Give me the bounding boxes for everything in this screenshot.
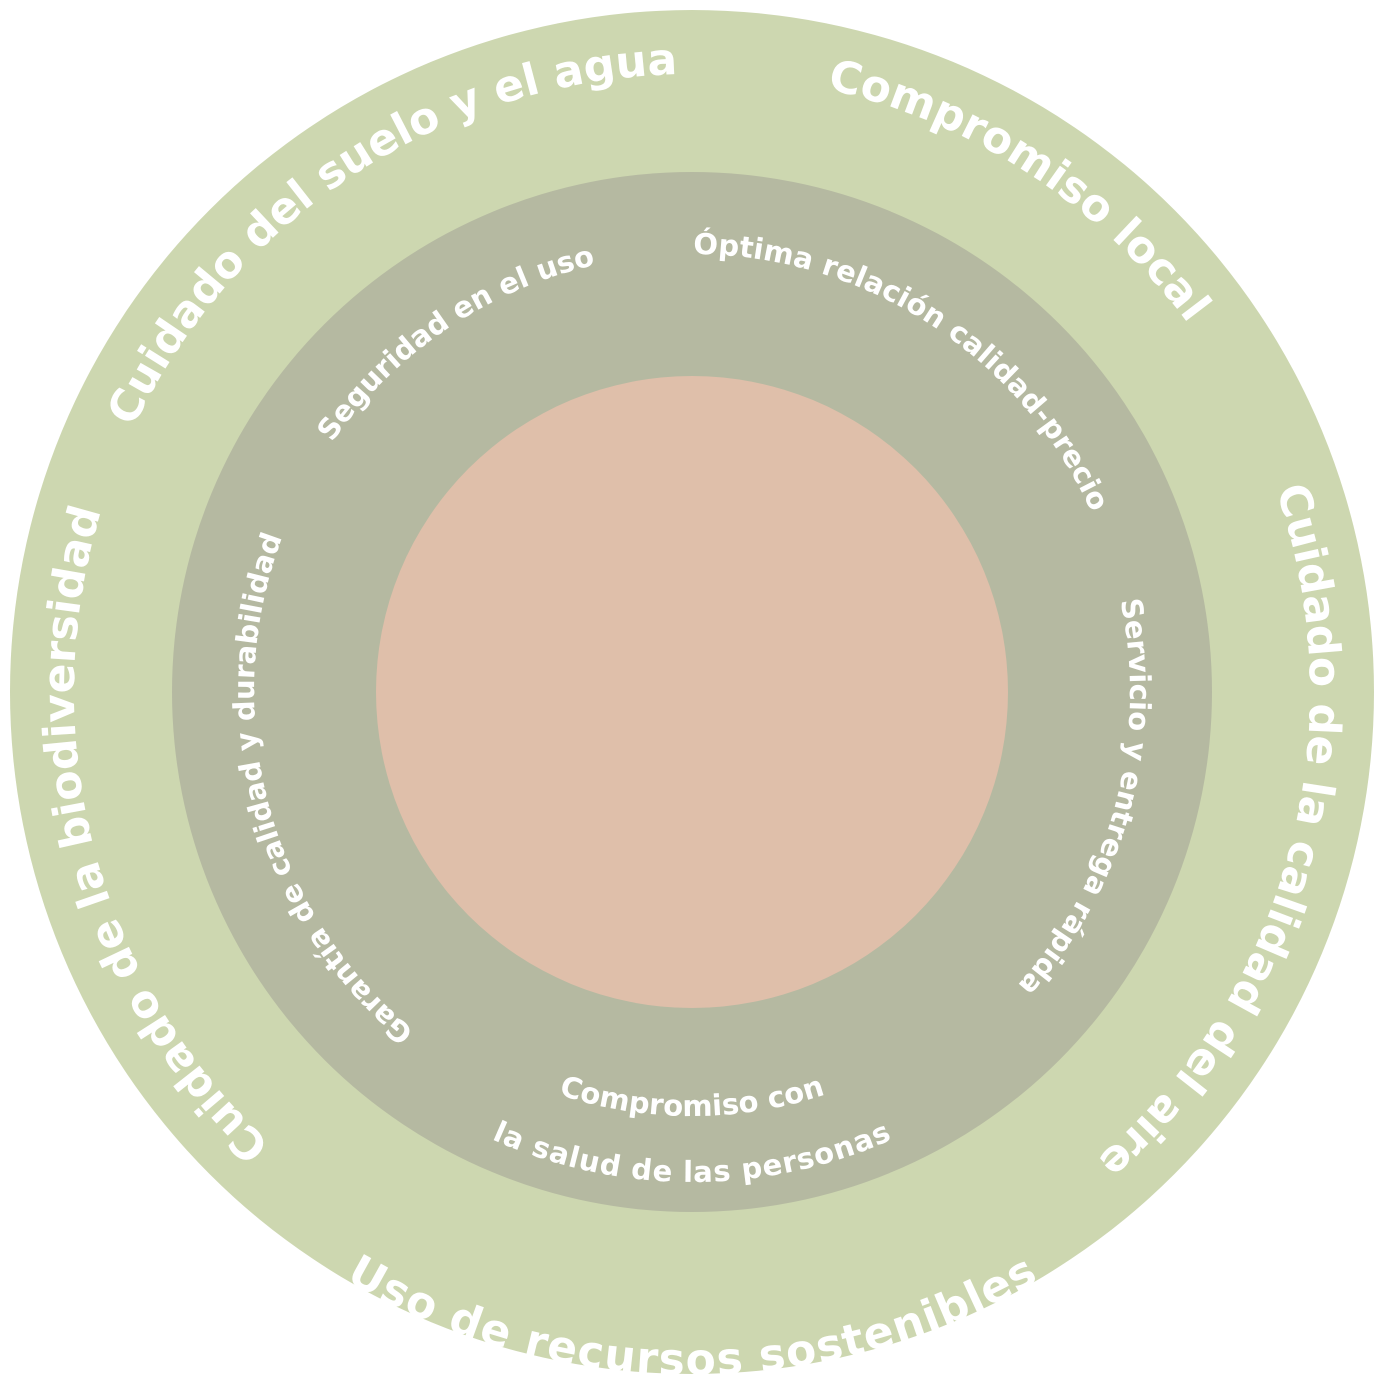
core-circle (376, 376, 1008, 1008)
